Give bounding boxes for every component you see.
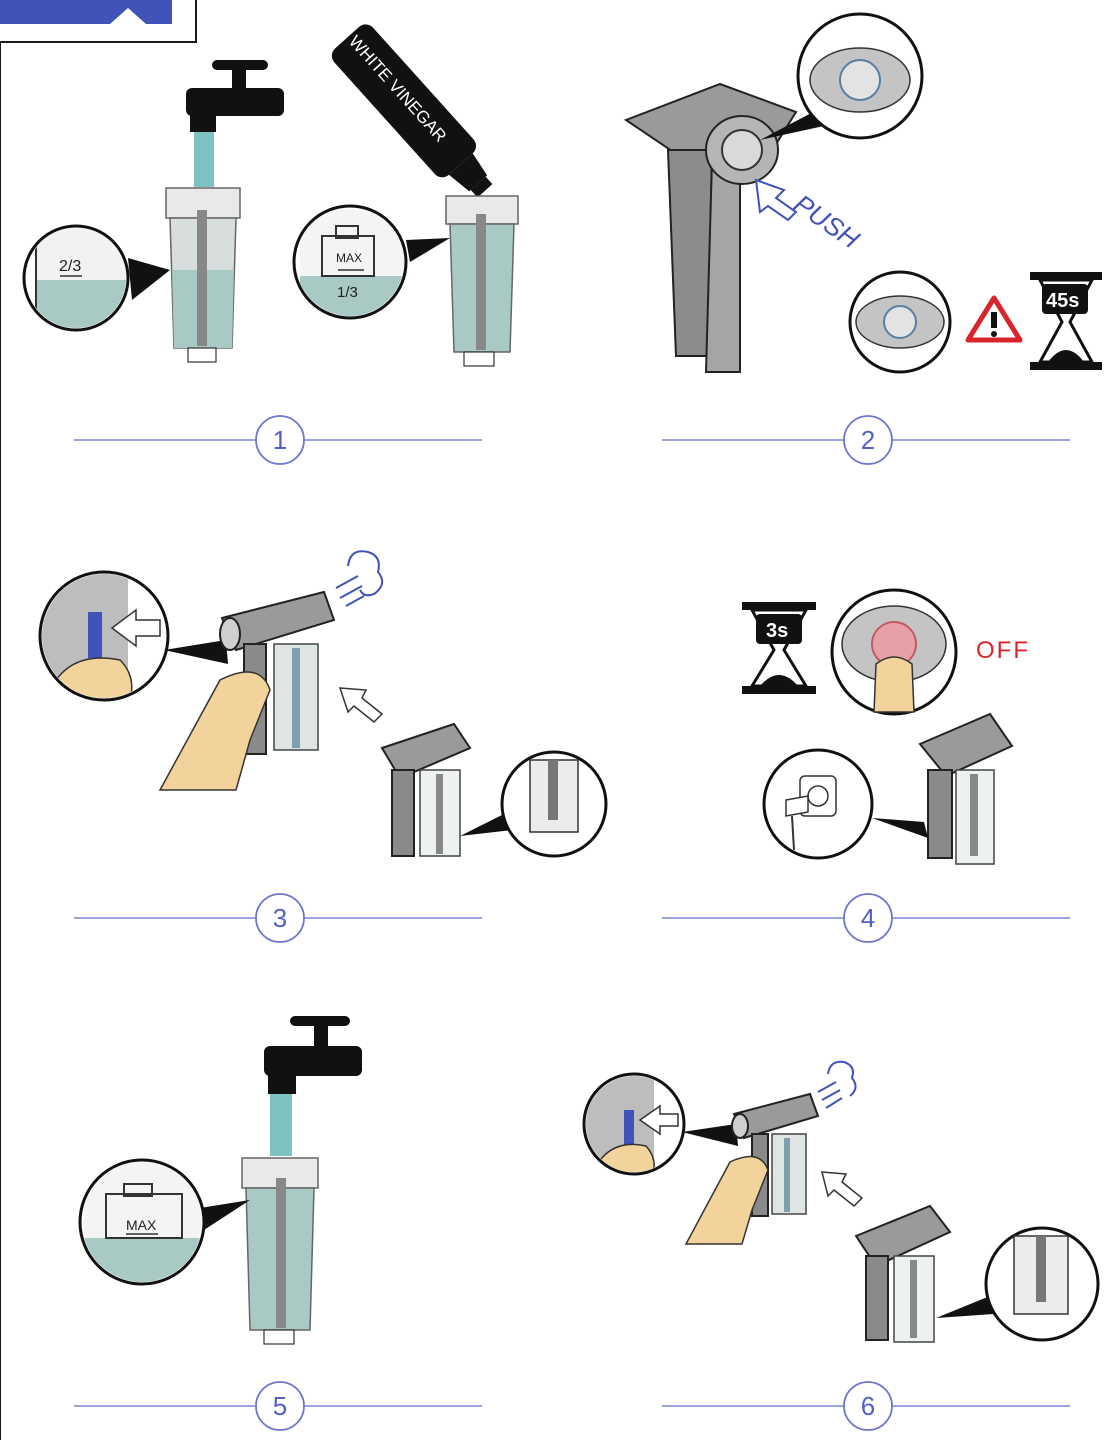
step-number: 3: [273, 903, 287, 933]
faucet-icon: [186, 60, 284, 187]
zoom-power-button: [830, 588, 958, 716]
step-number: 4: [861, 903, 875, 933]
water-tank-icon: [241, 1157, 319, 1345]
max-label: MAX: [126, 1217, 157, 1233]
zoom-level-max: [78, 1158, 250, 1286]
arrow-down-right-icon: [821, 1171, 864, 1208]
step-3-illustration: [38, 550, 608, 858]
step-marker-2: 2: [662, 415, 1070, 465]
step-marker-1: 1: [74, 415, 482, 465]
zoom-tank-empty: [460, 750, 608, 858]
steam-puff-icon: [817, 1060, 857, 1109]
step-marker-4: 4: [662, 893, 1070, 943]
arrow-down-right-icon: [338, 687, 384, 724]
step-number: 2: [861, 425, 875, 455]
zoom-level-two-thirds: [22, 224, 170, 332]
push-label: PUSH: [789, 188, 866, 254]
step-marker-3: 3: [74, 893, 482, 943]
off-label: OFF: [976, 637, 1030, 664]
zoom-level-max: [292, 204, 450, 320]
zoom-trigger-finger: [38, 570, 228, 702]
water-tank-icon: [445, 195, 519, 367]
steam-puff-icon: [335, 550, 384, 607]
steamer-device-icon: [684, 1092, 820, 1245]
zoom-button-bottom: [848, 270, 952, 374]
step-number-circle: [843, 415, 893, 465]
steamer-device-icon: [158, 590, 336, 791]
vinegar-bottle-icon: [331, 24, 493, 198]
timer-45-label: 45s: [1046, 290, 1079, 312]
steamer-device-icon: [623, 82, 798, 373]
step-2-illustration: PUSH 45s: [623, 12, 1102, 374]
zoom-button-top: [760, 12, 924, 140]
timer-3-label: 3s: [766, 620, 788, 642]
warning-icon: [965, 295, 1023, 343]
step-1-illustration: 2/3 WHITE VINEGAR: [22, 24, 519, 367]
step-number-circle: [255, 893, 305, 943]
steamer-device-small-icon: [380, 722, 472, 857]
step-number: 5: [273, 1391, 287, 1421]
max-label: MAX: [336, 251, 362, 265]
zoom-trigger-finger: [582, 1072, 738, 1176]
step-number: 1: [273, 425, 287, 455]
step-number-circle: [843, 1381, 893, 1431]
hourglass-icon: [1030, 272, 1102, 370]
step-number-circle: [255, 415, 305, 465]
step-number-circle: [843, 893, 893, 943]
step-number-circle: [255, 1381, 305, 1431]
corner-frame: [0, 0, 197, 1440]
step-6-illustration: [582, 1060, 1100, 1343]
step-4-illustration: 3s OFF: [742, 588, 1030, 865]
water-tank-icon: [165, 187, 241, 363]
step-marker-6: 6: [662, 1381, 1070, 1431]
steamer-device-small-icon: [854, 1204, 952, 1343]
step-markers: 1 2 3 4 5 6: [74, 415, 1070, 1431]
step-5-illustration: MAX: [78, 1016, 362, 1345]
step-number: 6: [861, 1391, 875, 1421]
steamer-device-icon: [918, 712, 1014, 865]
faucet-icon: [264, 1016, 362, 1156]
hourglass-icon: [742, 602, 816, 694]
step-marker-5: 5: [74, 1381, 482, 1431]
push-arrow-icon: [754, 178, 798, 222]
one-third-label: 1/3: [337, 284, 358, 301]
zoom-unplug-icon: [762, 748, 928, 860]
zoom-tank-empty: [936, 1226, 1100, 1342]
two-thirds-label: 2/3: [59, 258, 81, 275]
